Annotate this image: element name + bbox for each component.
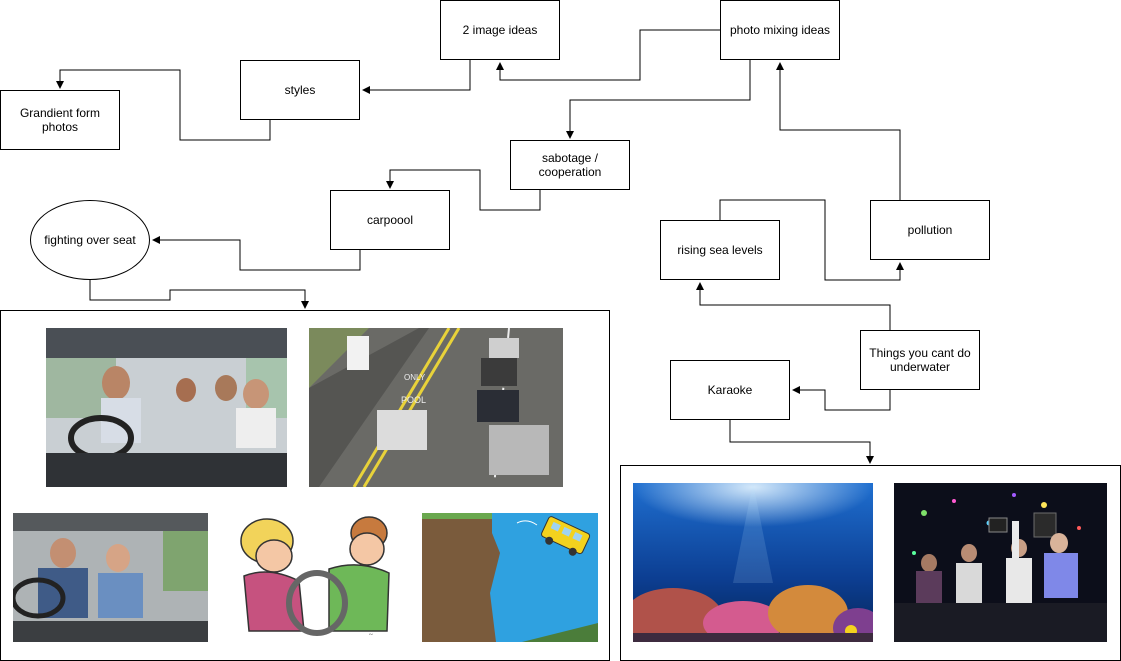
node-carpool[interactable]: carpoool <box>330 190 450 250</box>
karaoke-party-photo <box>894 483 1107 642</box>
edge-sabotage-to-carpool <box>386 169 541 211</box>
edge-carpool-to-fighting <box>152 236 361 271</box>
node-pollution[interactable]: pollution <box>870 200 990 260</box>
node-photo-mixing-ideas[interactable]: photo mixing ideas <box>720 0 840 60</box>
carpool-image-group[interactable]: ONLY POOL <box>0 310 610 661</box>
pool-lane-highway-photo: ONLY POOL <box>309 328 563 487</box>
edge-photo-mixing-to-sabotage <box>566 60 751 139</box>
edge-photo-mixing-to-two-image <box>496 29 720 81</box>
edge-styles-to-gradient <box>56 69 271 141</box>
cartoon-bus-off-cliff <box>422 513 598 642</box>
edge-things-to-rising <box>696 282 891 330</box>
svg-text:~: ~ <box>369 631 373 639</box>
edge-pollution-to-photo-mixing <box>776 62 901 200</box>
friends-in-car-photo <box>46 328 287 487</box>
edge-fighting-to-images <box>89 280 309 309</box>
node-sabotage-cooperation[interactable]: sabotage / cooperation <box>510 140 630 190</box>
node-gradient-form-photos[interactable]: Grandient form photos <box>0 90 120 150</box>
node-fighting-over-seat[interactable]: fighting over seat <box>30 200 150 280</box>
edge-two-image-to-styles <box>362 60 471 94</box>
cartoon-fighting-over-steering-wheel: ~ <box>229 511 401 641</box>
underwater-image-group[interactable] <box>620 465 1121 661</box>
svg-text:POOL: POOL <box>401 395 426 405</box>
node-rising-sea-levels[interactable]: rising sea levels <box>660 220 780 280</box>
svg-text:ONLY: ONLY <box>404 373 426 382</box>
node-styles[interactable]: styles <box>240 60 360 120</box>
coral-reef-underwater-photo <box>633 483 873 642</box>
node-things-underwater[interactable]: Things you cant do underwater <box>860 330 980 390</box>
edge-karaoke-to-images <box>729 420 874 464</box>
node-karaoke[interactable]: Karaoke <box>670 360 790 420</box>
edge-things-to-karaoke <box>792 386 891 411</box>
arguing-couple-in-car-photo <box>13 513 208 642</box>
node-two-image-ideas[interactable]: 2 image ideas <box>440 0 560 60</box>
edge-rising-to-pollution <box>719 199 904 281</box>
